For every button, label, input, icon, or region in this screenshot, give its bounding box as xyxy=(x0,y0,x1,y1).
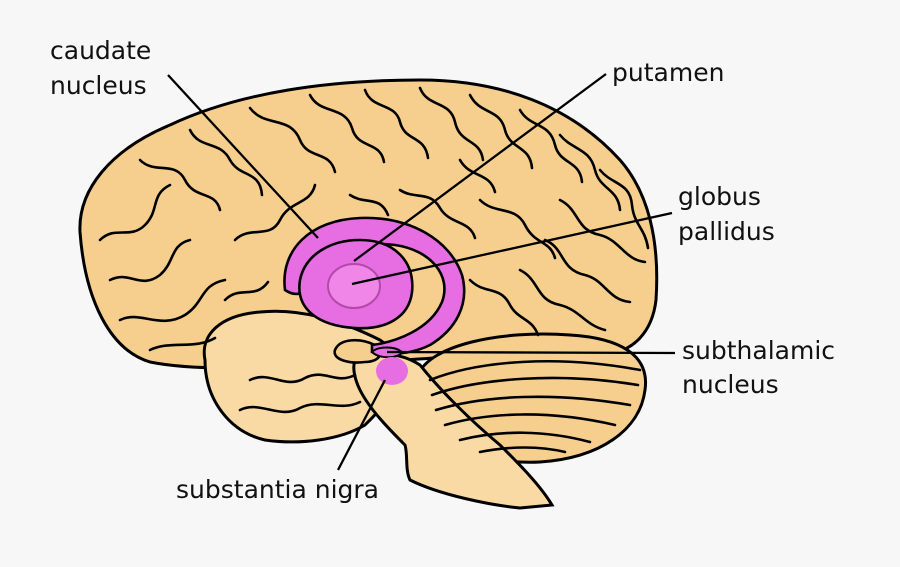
pointer-lines xyxy=(167,73,676,471)
globus-pallidus xyxy=(327,263,381,309)
brainstem xyxy=(352,352,555,510)
pointer-substantia xyxy=(336,379,387,471)
pointer-globus xyxy=(351,211,673,286)
pointer-caudate xyxy=(167,74,319,239)
pointer-subthalamic xyxy=(386,350,676,355)
cortical-gyri xyxy=(98,86,650,414)
labels: caudate nucleus putamen globus pallidus … xyxy=(50,36,835,504)
label-caudate-nucleus-line1: caudate xyxy=(50,36,151,65)
label-subthalamic-nucleus-line2: nucleus xyxy=(682,370,779,399)
label-globus-pallidus-line1: globus xyxy=(678,182,761,211)
label-substantia-nigra: substantia nigra xyxy=(176,475,379,504)
substantia-nigra xyxy=(376,357,408,385)
label-globus-pallidus-line2: pallidus xyxy=(678,217,775,246)
label-putamen: putamen xyxy=(612,58,724,87)
pointer-putamen xyxy=(353,73,607,262)
label-caudate-nucleus-line2: nucleus xyxy=(50,71,147,100)
cerebellum-folia xyxy=(428,359,642,454)
label-subthalamic-nucleus-line1: subthalamic xyxy=(682,336,835,365)
